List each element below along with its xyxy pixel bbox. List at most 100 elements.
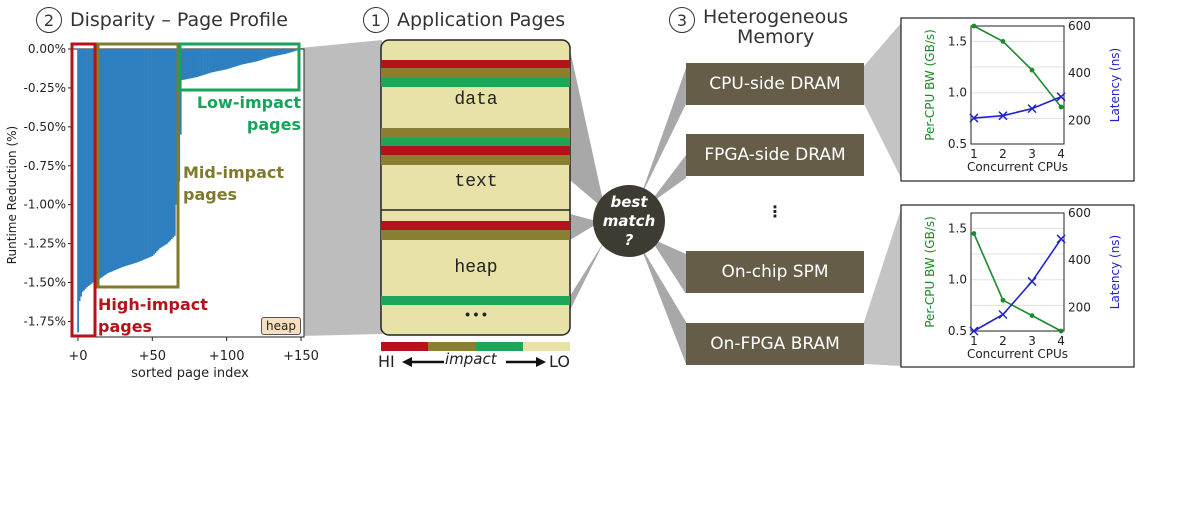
profile-bar [212,49,215,73]
latency-point [969,326,979,336]
profile-bar [249,49,252,63]
heap-tag: heap [261,317,301,335]
ytick-right-label: 600 [1068,206,1091,220]
profile-bar [154,49,157,253]
profile-bar [266,49,268,59]
profile-bar [252,49,255,63]
bandwidth-point [971,23,977,29]
mid-impact-box [96,42,180,289]
profile-bar [136,49,139,263]
stripe-low [381,138,570,146]
bandwidth-point [1058,328,1064,334]
profile-bar [197,49,200,77]
step-number: 3 [669,7,695,33]
profile-bar [246,49,249,64]
legend-hi: HI [378,352,395,371]
zoom-funnel-cpu [864,22,902,180]
profile-bar [211,49,213,73]
mini-plot-area [970,25,1065,145]
profile-bar [282,49,285,55]
best-match-line2: match [602,211,656,230]
header-app-pages: 1 Application Pages [363,7,565,33]
low-impact-box [178,42,301,92]
profile-bar [191,49,194,78]
profile-bar [182,49,185,80]
stripe-mid [381,155,570,165]
mid-impact-line2: pages [183,185,238,204]
ylabel-left: Per-CPU BW (GB/s) [923,216,937,328]
low-impact-line2: pages [246,115,301,134]
segment-heap: heap [454,258,498,278]
profile-bar [112,49,115,271]
profile-bar [237,49,240,66]
ytick-left-label: 1.0 [948,273,967,287]
ytick-left-label: 1.0 [948,86,967,100]
profile-bar [225,49,228,70]
header-title-line2: Memory [736,26,815,48]
profile-bar [291,49,294,52]
profile-bar [203,49,206,75]
plot-cpu-dram-frame [900,17,1135,182]
profile-bar [84,49,87,289]
profile-ytick-label: -1.50% [24,276,66,290]
low-impact-line1: Low-impact [196,93,301,112]
profile-bar [124,49,127,267]
profile-bar [190,49,193,79]
profile-bar [144,49,146,260]
profile-bar [184,49,187,80]
ytick-right-label: 200 [1068,300,1091,314]
high-impact-line1: High-impact [98,295,208,314]
profile-bar [172,49,175,238]
mid-impact-label: Mid-impact pages [183,162,284,206]
stripe-mid [381,230,570,240]
profile-bar [118,49,121,269]
stripe-low [381,296,570,305]
profile-bar [196,49,198,78]
profile-ytick-label: -1.75% [24,314,66,328]
profile-bar [106,49,109,274]
profile-bar [78,49,81,302]
latency-point [998,309,1008,320]
profile-bar [227,49,230,69]
profile-bar [234,49,237,67]
profile-xtick-label: +0 [68,349,87,364]
ytick-right-label: 600 [1068,19,1091,33]
best-match-line3: ? [624,230,634,249]
connector-bram [640,245,686,364]
profile-bar [239,49,242,66]
profile-bar [77,49,79,333]
ytick-left-label: 0.5 [948,137,967,151]
profile-bar [242,49,245,65]
profile-bar [233,49,236,67]
stripe-mid [381,68,570,78]
profile-bar [90,49,93,284]
header-disparity: 2 Disparity – Page Profile [36,7,288,33]
profile-bar [221,49,224,71]
header-title: Disparity – Page Profile [70,9,288,31]
profile-bar [101,49,103,278]
latency-line [973,96,1062,119]
connector-heap-low [570,240,605,310]
profile-bar [224,49,227,70]
profile-bar [92,49,94,283]
ylabel-right: Latency (ns) [1108,48,1122,122]
profile-bar [164,49,167,245]
page-stripes [381,60,570,305]
plot-bram-frame [900,204,1135,368]
profile-bar [123,49,126,267]
profile-bar [275,49,277,56]
profile-bar [99,49,102,279]
profile-bar [126,49,129,266]
profile-bar [86,49,88,288]
latency-point [1027,104,1037,114]
bandwidth-point [1029,67,1035,73]
bandwidth-point [971,231,977,236]
profile-bar [150,49,152,257]
profile-ytick-label: -1.25% [24,237,66,251]
latency-point [969,113,979,123]
profile-ytick-label: -1.00% [24,198,66,212]
profile-bar [193,49,195,78]
bandwidth-line [973,233,1062,332]
profile-bar [286,49,289,54]
latency-point [998,111,1008,121]
